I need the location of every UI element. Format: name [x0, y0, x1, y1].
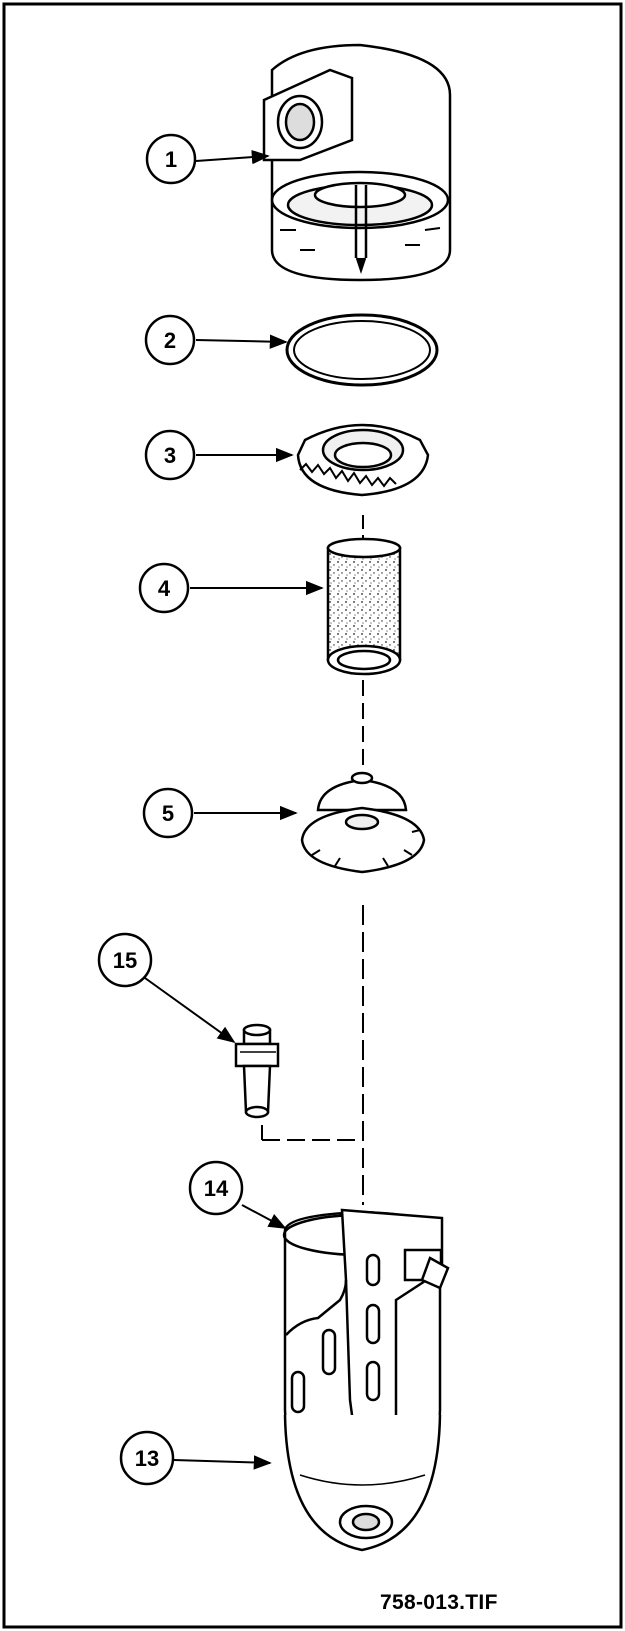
callout-circle: [188, 1160, 244, 1216]
callout-circle: [144, 429, 196, 481]
callout-label: 13: [135, 1446, 159, 1471]
part-5-baffle-disk: [300, 771, 426, 874]
callout-label: 5: [162, 801, 174, 826]
callout-2: 2: [144, 314, 196, 366]
callout-circle: [144, 314, 196, 366]
part-2-o-ring: [285, 313, 439, 387]
callout-circle: [119, 1430, 175, 1486]
callout-5: 5: [142, 787, 194, 839]
part-15-drain-valve: [234, 1023, 280, 1119]
callout-label: 1: [165, 147, 177, 172]
assembly-centerline: [261, 515, 364, 1205]
part-1-housing-head: [262, 43, 452, 282]
callout-label: 15: [113, 948, 137, 973]
figure-filename-caption: 758-013.TIF: [380, 1591, 498, 1614]
callout-4: 4: [138, 562, 190, 614]
part-3-deflector: [296, 423, 430, 497]
callout-circle: [145, 133, 197, 185]
callout-13: 13: [119, 1430, 175, 1486]
callout-circle: [138, 562, 190, 614]
callout-14: 14: [188, 1160, 244, 1216]
callout-1: 1: [145, 133, 197, 185]
part-4-filter-element: [326, 537, 402, 676]
callout-label: 2: [164, 328, 176, 353]
callout-label: 3: [164, 443, 176, 468]
callout-circle: [97, 932, 153, 988]
callout-label: 14: [204, 1176, 229, 1201]
callout-circle: [142, 787, 194, 839]
part-13-bowl: [283, 1414, 442, 1552]
callout-3: 3: [144, 429, 196, 481]
leader-arrows: [144, 149, 324, 1470]
callout-15: 15: [97, 932, 153, 988]
callout-label: 4: [158, 576, 171, 601]
